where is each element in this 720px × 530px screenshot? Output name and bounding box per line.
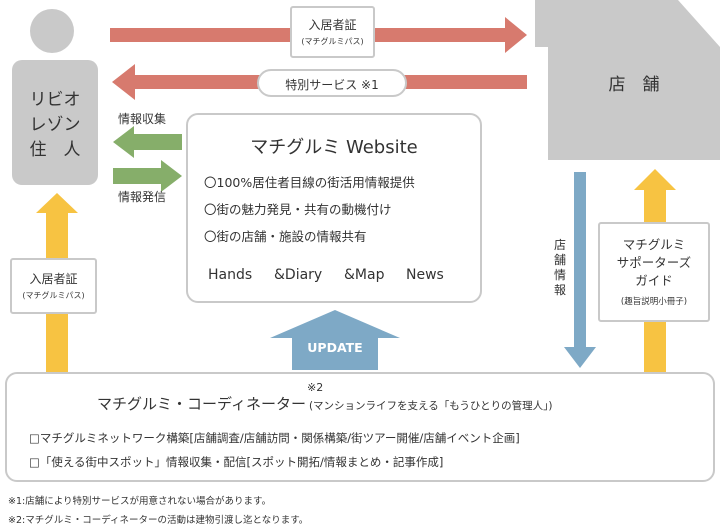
special-service-label: 特別サービス ※1 [285,78,379,92]
resident-body [12,60,98,185]
website-box: マチグルミ Website 〇100%居住者目線の街活用情報提供 〇街の魅力発見… [186,113,482,303]
update-arrow [270,310,400,370]
resident-line-2: レゾン [29,115,81,135]
website-tabs: Hands&Diary&Map News [208,267,444,283]
tab-hands: Hands [208,267,253,283]
resident-line-1: リビオ [29,90,81,110]
coordinator-subtitle: (マンションライフを支える「もうひとりの管理人」) [308,400,553,412]
shop-label: 店 舗 [608,75,660,95]
coordinator-note-mark: ※2 [307,381,324,394]
coordinator-line-1: □マチグルミネットワーク構築[店舗調査/店舗訪問・関係構築/街ツアー開催/店舗イ… [29,431,520,445]
coordinator-box: ※2 マチグルミ・コーディネーター(マンションライフを支える「もうひとりの管理人… [5,372,715,482]
info-collect-label: 情報収集 [118,112,167,126]
guide-line-2: サポーターズ [616,255,692,270]
resident-figure [12,9,98,185]
coordinator-line-2: □「使える街中スポット」情報収集・配信[スポット開拓/情報まとめ・記事作成] [29,455,444,469]
left-pass-title: 入居者証 [29,272,78,286]
special-service-pill: 特別サービス ※1 [257,69,407,97]
website-item: 〇100%居住者目線の街活用情報提供 [204,175,415,190]
update-label: UPDATE [307,340,363,355]
website-items: 〇100%居住者目線の街活用情報提供 〇街の魅力発見・共有の動機付け 〇街の店舗… [204,169,480,250]
guide-line-3: ガイド [635,273,673,288]
info-send-label: 情報発信 [118,190,167,204]
guide-lines: マチグルミ サポーターズ ガイド [600,236,708,290]
footnote-2: ※2:マチグルミ・コーディネーターの活動は建物引渡し迄となります。 [8,515,309,526]
top-pass-title: 入居者証 [308,18,357,32]
coordinator-title: マチグルミ・コーディネーター [97,395,306,413]
green-arrow-left [113,126,182,158]
guide-line-1: マチグルミ [622,237,686,252]
guide-sub: (趣旨説明小冊子) [620,297,688,307]
resident-label: リビオ レゾン 住 人 [12,88,98,163]
resident-line-3: 住 人 [29,140,81,160]
top-pass-box: 入居者証 (マチグルミパス) [290,6,375,58]
shop-info-label: 店舗情報 [554,238,567,297]
website-item: 〇街の魅力発見・共有の動機付け [204,202,392,217]
blue-arrow-down [564,172,596,368]
footnote-1: ※1:店舗により特別サービスが用意されない場合があります。 [8,496,272,507]
shop-building [535,0,720,160]
left-pass-sub: (マチグルミパス) [22,291,85,300]
supporters-guide-box: マチグルミ サポーターズ ガイド (趣旨説明小冊子) [598,222,710,322]
tab-map: &Map [344,267,385,283]
coordinator-heading: マチグルミ・コーディネーター(マンションライフを支える「もうひとりの管理人」) [97,393,552,414]
tab-news: News [406,267,444,283]
website-item: 〇街の店舗・施設の情報共有 [204,229,367,244]
resident-head [30,9,74,53]
left-pass-box: 入居者証 (マチグルミパス) [10,258,97,314]
green-arrow-right [113,160,182,192]
tab-diary: &Diary [274,267,323,283]
top-pass-sub: (マチグルミパス) [301,37,364,46]
website-title: マチグルミ Website [250,137,418,158]
